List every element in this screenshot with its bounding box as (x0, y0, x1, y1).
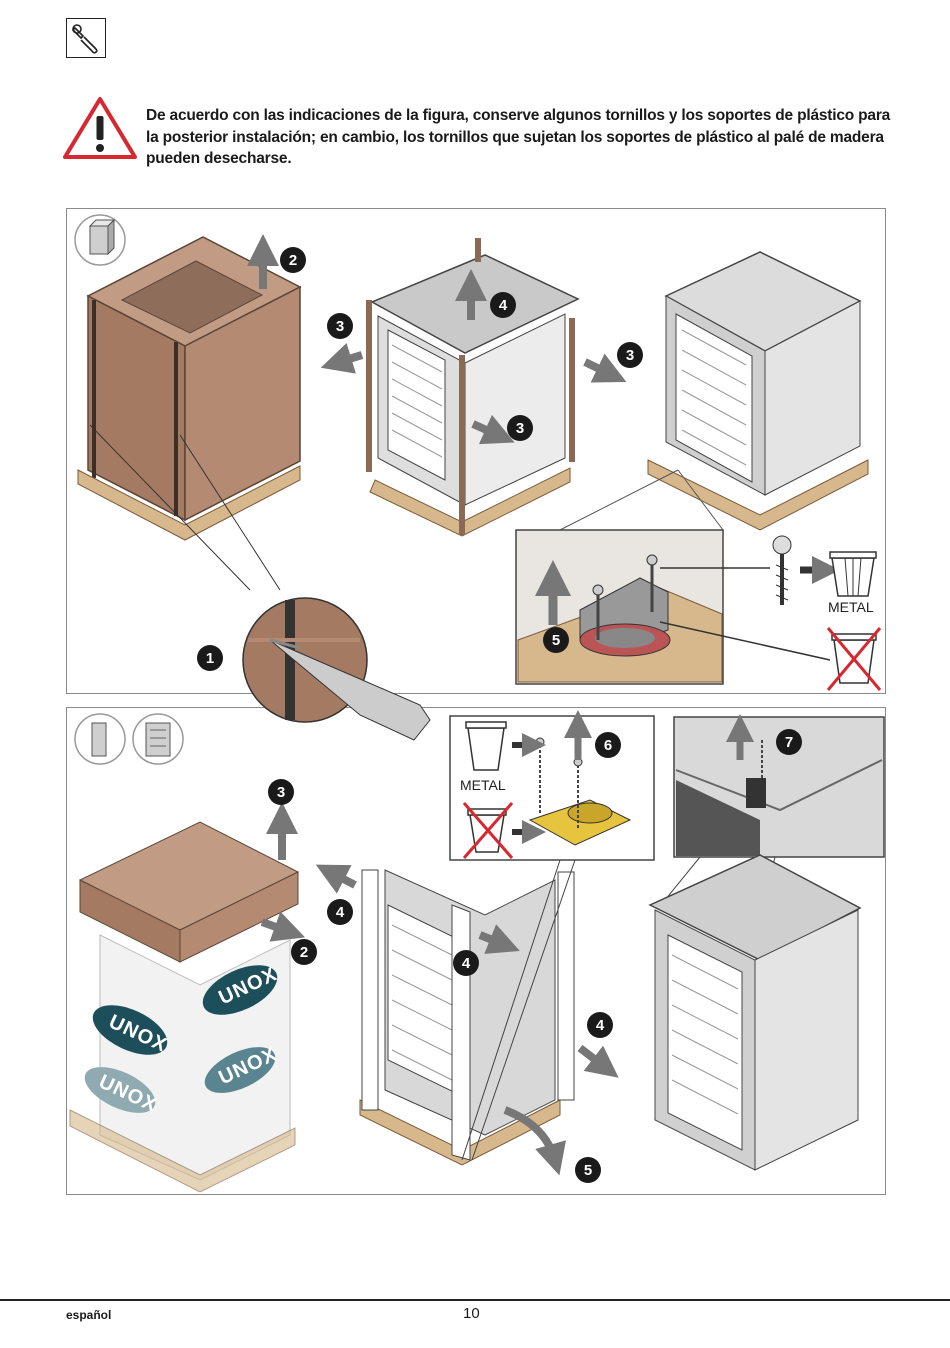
step-badge-bottom-7: 7 (785, 734, 793, 751)
page-number: 10 (463, 1305, 480, 1322)
step-badge-top-1-circle (197, 645, 223, 671)
step-badges: 1 2 3 3 3 4 5 2 3 4 4 4 5 6 7 (197, 247, 802, 1183)
step-badge-bottom-4-circle (327, 899, 353, 925)
step-badge-top-1: 1 (206, 650, 214, 667)
step-badge-top-4: 4 (499, 297, 508, 314)
step-badge-top-4-circle (490, 292, 516, 318)
step-badge-top-2-circle (280, 247, 306, 273)
footer-rule (0, 1299, 950, 1301)
step-badge-top-2: 2 (289, 252, 297, 269)
step-badge-bottom-5-circle (575, 1157, 601, 1183)
screw-icon (772, 535, 792, 605)
step-badge-bottom-2-circle (291, 939, 317, 965)
step-badge-top-3-circle (327, 313, 353, 339)
oven-on-pallet (647, 251, 869, 531)
warning-text: De acuerdo con las indicaciones de la fi… (146, 107, 891, 167)
bin-label-top: METAL (828, 599, 874, 615)
step-badge-bottom-4: 4 (336, 904, 345, 921)
step-badge-bottom-4: 4 (462, 955, 471, 972)
bin-label-bottom: METAL (460, 777, 506, 793)
step-badge-top-3-circle (507, 415, 533, 441)
oven-final (648, 854, 862, 1171)
trash-bin-icon (465, 721, 507, 771)
step-badge-bottom-6: 6 (604, 737, 612, 754)
detail-inset-bracket (515, 469, 724, 685)
step-badge-top-5: 5 (552, 632, 560, 649)
step-badge-bottom-3: 3 (277, 784, 285, 801)
step-badge-top-5-circle (543, 627, 569, 653)
warning-triangle-icon (62, 96, 138, 160)
step-badge-top-3: 3 (336, 318, 344, 335)
step-badge-bottom-2: 2 (300, 944, 308, 961)
cutter-knife-icon (269, 638, 431, 741)
oven-unit-icon (74, 214, 126, 266)
oven-open-frame (366, 238, 580, 537)
step-badge-bottom-3-circle (268, 779, 294, 805)
step-badge-bottom-7-circle (776, 729, 802, 755)
stacked-ovens-icon (74, 713, 184, 765)
step-badge-bottom-6-circle (595, 732, 621, 758)
step-badge-bottom-4-circle (453, 950, 479, 976)
trash-bin-crossed-icon (826, 627, 882, 691)
trash-bin-crossed-icon (462, 802, 514, 859)
trash-bin-icon (829, 551, 877, 597)
wrench-icon (66, 18, 106, 58)
step-badge-top-3: 3 (516, 420, 524, 437)
step-badge-bottom-4-circle (587, 1012, 613, 1038)
step-badge-top-3-circle (617, 342, 643, 368)
wrapped-oven: UNOX UNOX UNOX UNOX (69, 821, 300, 1193)
step-badge-top-3: 3 (626, 347, 634, 364)
footer-language: español (66, 1308, 112, 1322)
step-badge-bottom-5: 5 (584, 1162, 592, 1179)
step-badge-bottom-4: 4 (596, 1017, 605, 1034)
